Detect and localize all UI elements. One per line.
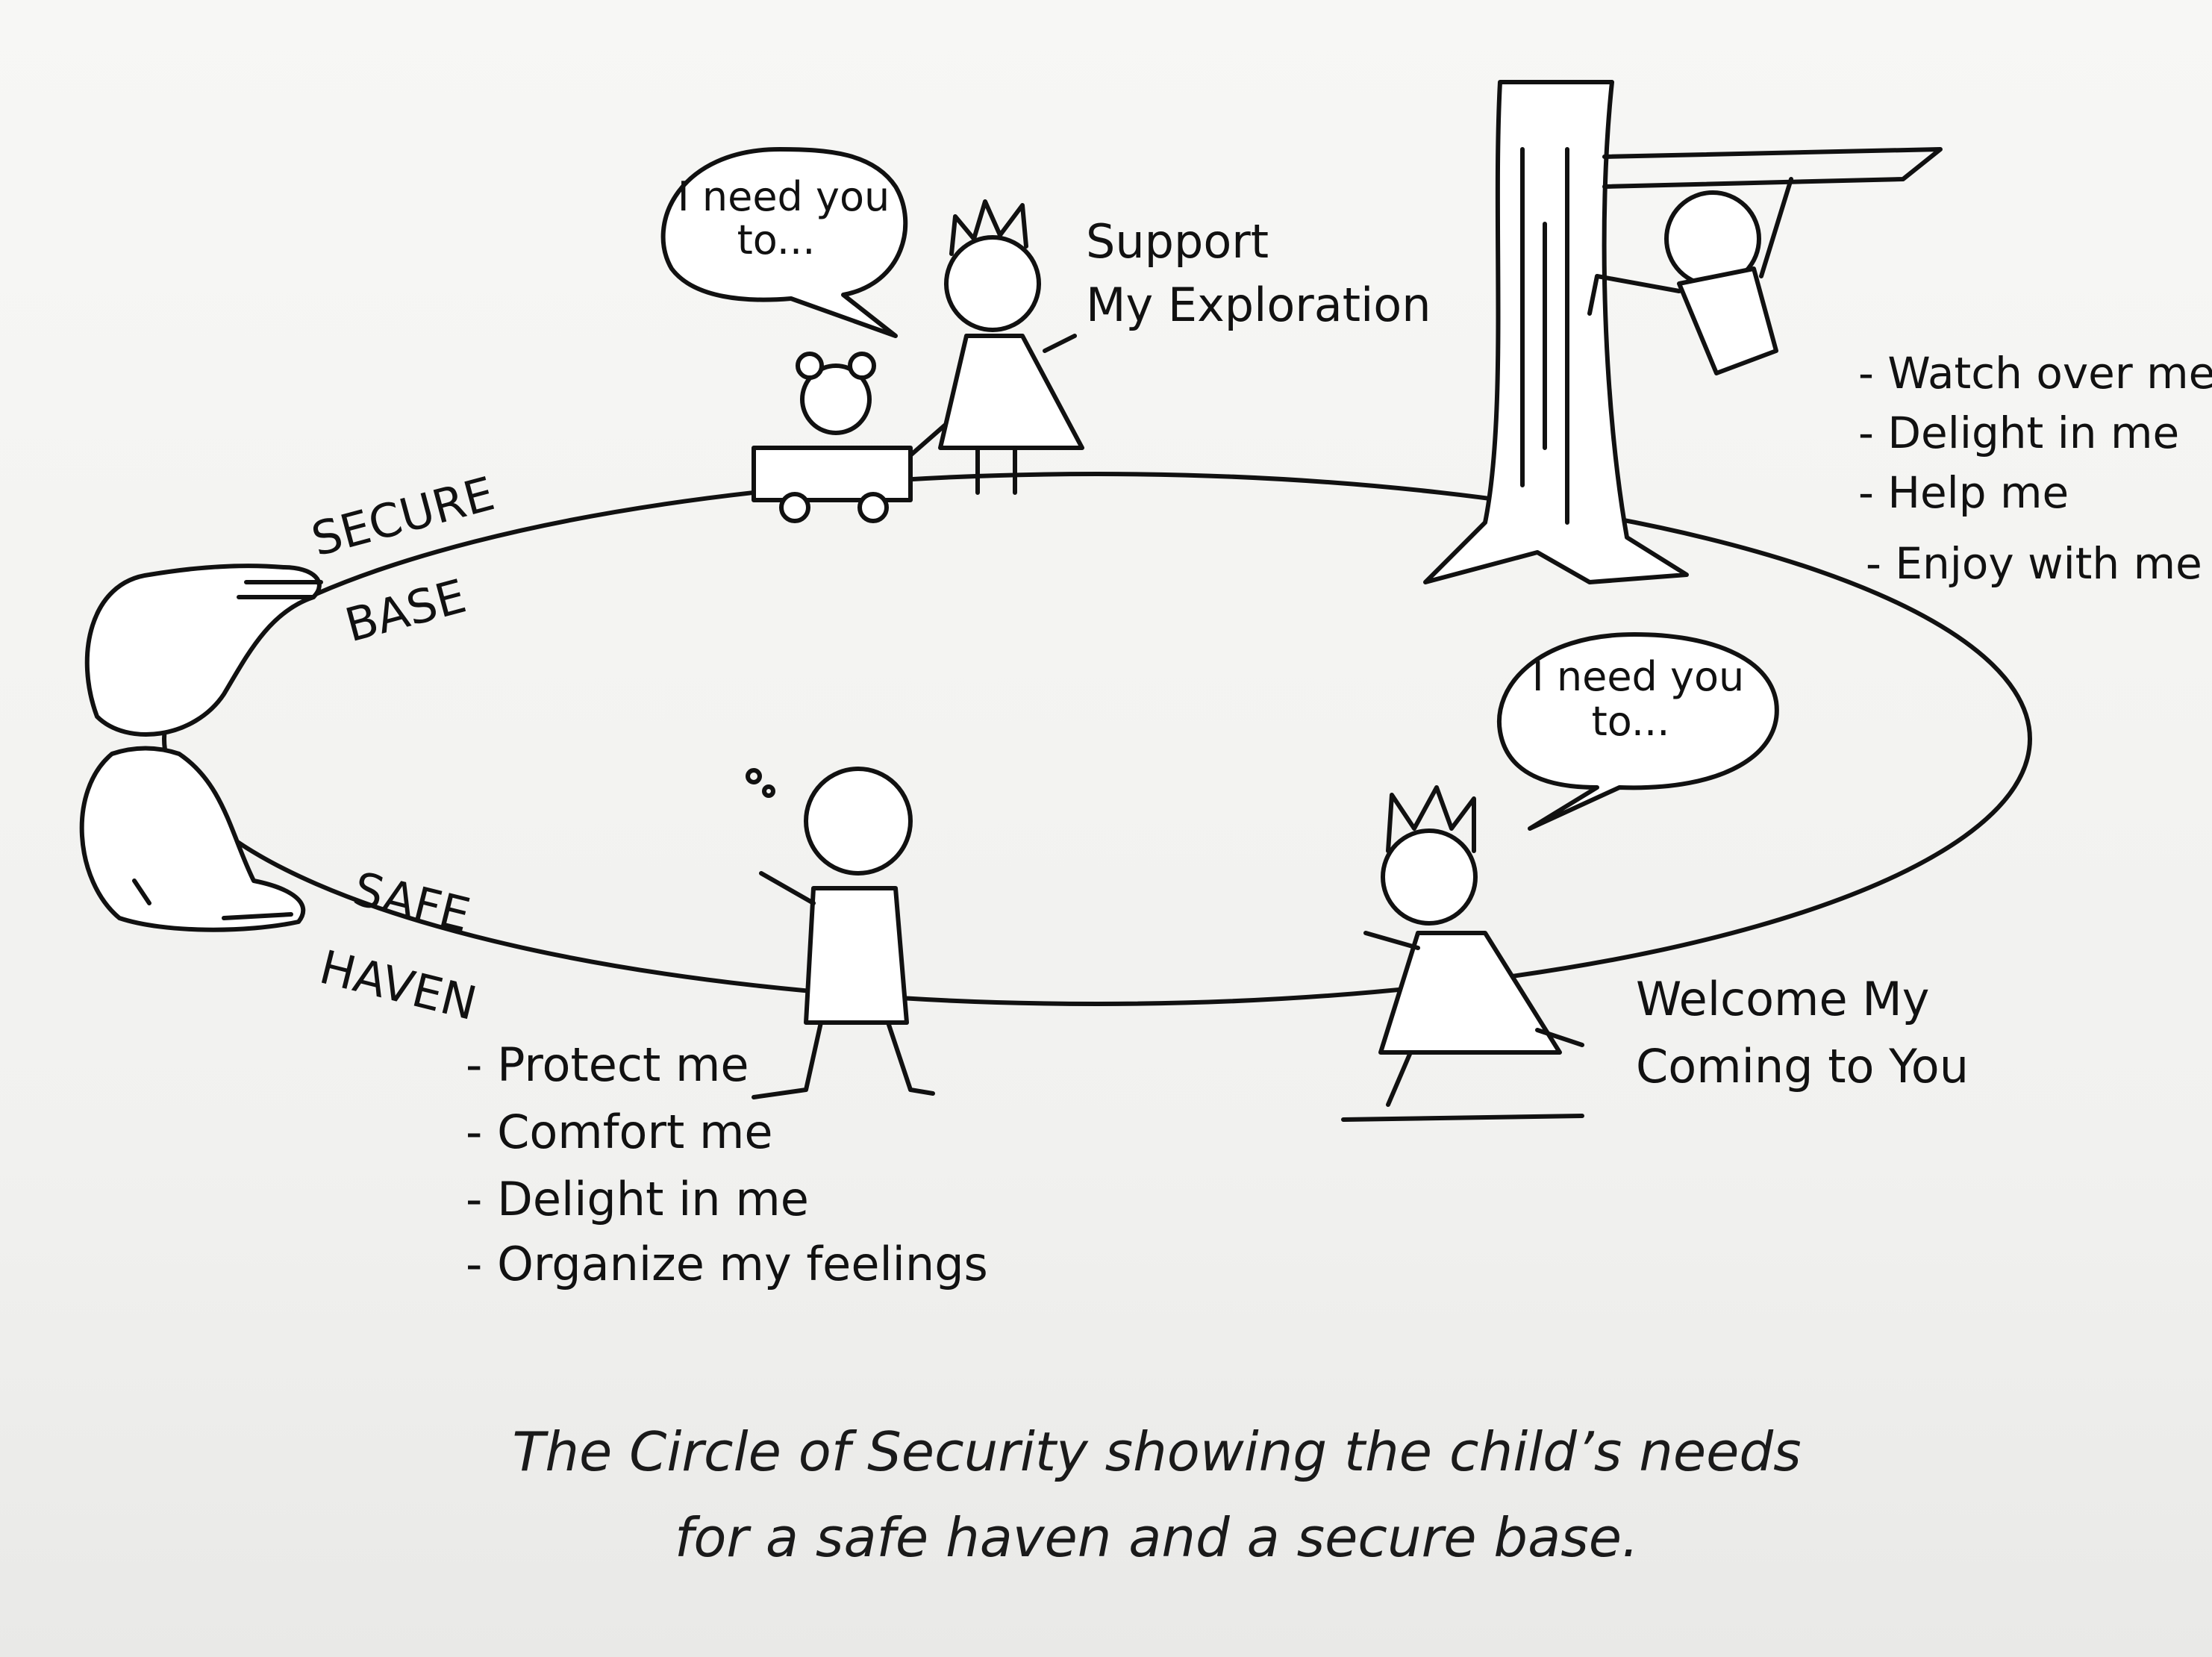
secure-base-needs-list: - Watch over me - Delight in me - Help m… — [1858, 348, 2212, 589]
right-bubble-line2: to... — [1592, 698, 1670, 745]
tree-icon — [1423, 80, 1943, 584]
safe-label: SAFE — [348, 861, 475, 943]
boy-climbing-icon — [1587, 177, 1793, 375]
base-label: BASE — [340, 569, 472, 653]
right-bubble-line1: I need you — [1532, 653, 1744, 700]
safe-haven-needs-list: - Protect me - Comfort me - Delight in m… — [466, 1037, 988, 1291]
need-item: - Protect me — [466, 1037, 749, 1092]
girl-exploring-icon — [938, 199, 1084, 495]
need-item: - Help me — [1858, 467, 2069, 518]
haven-label: HAVEN — [314, 940, 481, 1031]
caption-line2: for a safe haven and a secure base. — [675, 1506, 1639, 1569]
top-bubble-line2: to... — [737, 216, 816, 263]
support-label-line2: My Exploration — [1086, 278, 1431, 332]
top-hand-icon — [84, 564, 323, 737]
need-item: - Delight in me — [1858, 408, 2179, 458]
need-item: - Enjoy with me — [1866, 538, 2202, 589]
need-item: - Organize my feelings — [466, 1237, 988, 1291]
need-item: - Comfort me — [466, 1105, 773, 1159]
support-label-line1: Support — [1086, 214, 1269, 269]
right-speech-bubble: I need you to... — [1496, 632, 1779, 831]
wagon-with-teddy-icon — [752, 352, 972, 523]
circle-loop — [162, 472, 2032, 1006]
caption-line1: The Circle of Security showing the child… — [512, 1420, 1801, 1483]
top-bubble-line1: I need you — [678, 173, 890, 220]
top-speech-bubble: I need you to... — [660, 147, 908, 338]
running-girl-icon — [1341, 785, 1584, 1122]
need-item: - Watch over me — [1858, 348, 2212, 399]
crying-boy-icon — [746, 767, 935, 1099]
need-item: - Delight in me — [466, 1172, 809, 1226]
bottom-hand-icon — [79, 746, 306, 932]
welcome-label-line1: Welcome My — [1636, 972, 1930, 1026]
secure-label: SECURE — [306, 466, 500, 567]
welcome-label-line2: Coming to You — [1636, 1039, 1969, 1093]
